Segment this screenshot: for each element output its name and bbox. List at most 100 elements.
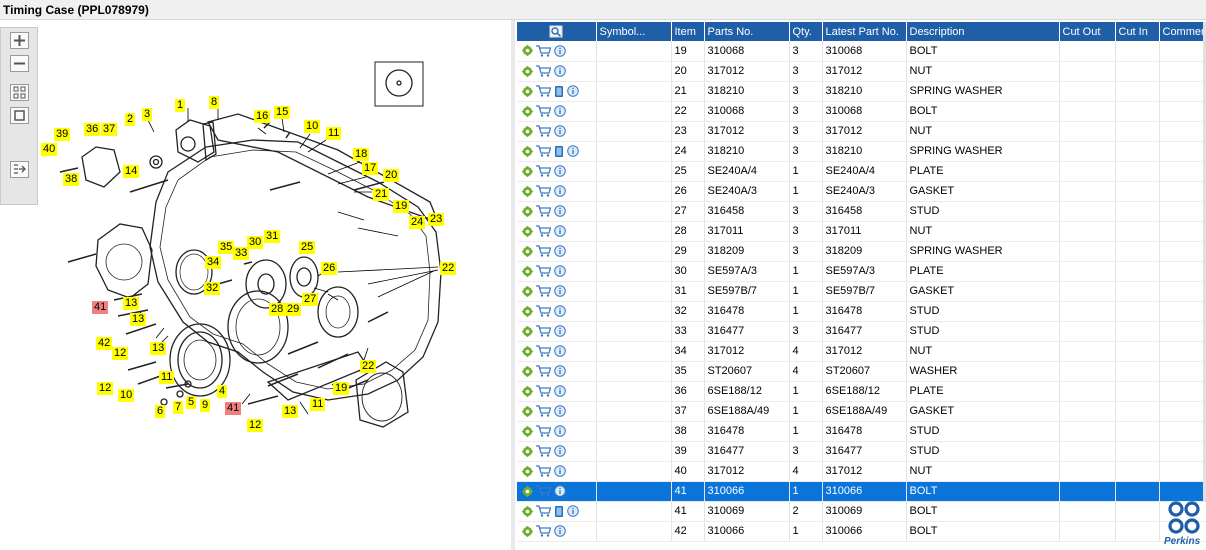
column-header-parts-no[interactable]: Parts No. [704, 22, 790, 41]
info-icon[interactable] [554, 405, 566, 417]
column-header-item[interactable]: Item [671, 22, 705, 41]
gear-icon[interactable] [522, 165, 533, 177]
callout-label[interactable]: 40 [41, 143, 58, 156]
callout-label[interactable]: 11 [326, 127, 342, 140]
gear-icon[interactable] [522, 285, 533, 297]
info-icon[interactable] [567, 85, 579, 97]
table-scrollbar[interactable] [1203, 22, 1206, 502]
callout-label[interactable]: 9 [200, 399, 211, 412]
column-header-qty[interactable]: Qty. [789, 22, 823, 41]
callout-label[interactable]: 15 [274, 106, 291, 119]
callout-label[interactable]: 13 [150, 342, 167, 355]
info-icon[interactable] [554, 425, 566, 437]
callout-label[interactable]: 31 [264, 230, 281, 243]
callout-label[interactable]: 35 [218, 241, 235, 254]
callout-label[interactable]: 30 [247, 236, 264, 249]
callout-label[interactable]: 42 [96, 337, 113, 350]
gear-icon[interactable] [522, 205, 533, 217]
fit-all-button[interactable] [10, 84, 29, 101]
info-icon[interactable] [554, 385, 566, 397]
callout-label[interactable]: 19 [393, 200, 410, 213]
info-icon[interactable] [554, 305, 566, 317]
cart-icon[interactable] [536, 45, 551, 57]
cart-icon[interactable] [536, 165, 551, 177]
callout-label[interactable]: 17 [362, 162, 379, 175]
cart-icon[interactable] [536, 105, 551, 117]
info-icon[interactable] [554, 105, 566, 117]
info-icon[interactable] [567, 145, 579, 157]
callout-label[interactable]: 16 [254, 110, 271, 123]
cart-icon[interactable] [536, 285, 551, 297]
column-header-cut-out[interactable]: Cut Out [1059, 22, 1116, 41]
callout-label[interactable]: 12 [247, 419, 264, 432]
cart-icon[interactable] [536, 265, 551, 277]
info-icon[interactable] [554, 445, 566, 457]
gear-icon[interactable] [522, 405, 533, 417]
callout-label[interactable]: 22 [360, 360, 377, 373]
info-icon[interactable] [554, 225, 566, 237]
cart-icon[interactable] [536, 405, 551, 417]
gear-icon[interactable] [522, 125, 533, 137]
callout-label[interactable]: 4 [217, 385, 228, 398]
callout-label[interactable]: 36 [84, 123, 101, 136]
gear-icon[interactable] [522, 265, 533, 277]
info-icon[interactable] [554, 365, 566, 377]
info-icon[interactable] [554, 245, 566, 257]
callout-label[interactable]: 11 [159, 371, 175, 384]
pane-splitter[interactable] [511, 20, 515, 550]
callout-label[interactable]: 29 [285, 303, 302, 316]
callout-label[interactable]: 32 [204, 282, 221, 295]
column-header-latest-part-no[interactable]: Latest Part No. [822, 22, 907, 41]
column-header-symbol[interactable]: Symbol... [596, 22, 672, 41]
info-icon[interactable] [554, 205, 566, 217]
callout-label[interactable]: 25 [299, 241, 316, 254]
book-icon[interactable] [554, 85, 564, 98]
callout-label[interactable]: 39 [54, 128, 71, 141]
callout-label[interactable]: 18 [353, 148, 370, 161]
gear-icon[interactable] [522, 185, 533, 197]
callout-label[interactable]: 8 [209, 96, 220, 109]
gear-icon[interactable] [522, 465, 533, 477]
callout-label[interactable]: 6 [155, 405, 166, 418]
column-header-comment[interactable]: Comment [1159, 22, 1206, 41]
gear-icon[interactable] [522, 445, 533, 457]
cart-icon[interactable] [536, 485, 551, 497]
gear-icon[interactable] [522, 345, 533, 357]
cart-icon[interactable] [536, 125, 551, 137]
callout-label[interactable]: 2 [125, 113, 136, 126]
callout-label[interactable]: 38 [63, 173, 80, 186]
cart-icon[interactable] [536, 345, 551, 357]
callout-label[interactable]: 11 [310, 398, 326, 411]
callout-label[interactable]: 19 [333, 382, 350, 395]
gear-icon[interactable] [522, 225, 533, 237]
cart-icon[interactable] [536, 465, 551, 477]
cart-icon[interactable] [536, 325, 551, 337]
zoom-out-button[interactable] [10, 55, 29, 72]
column-header-description[interactable]: Description [906, 22, 1060, 41]
book-icon[interactable] [554, 505, 564, 518]
callout-label[interactable]: 7 [173, 401, 184, 414]
callout-label[interactable]: 13 [123, 297, 140, 310]
callout-label[interactable]: 3 [142, 108, 153, 121]
callout-label-highlighted[interactable]: 41 [92, 301, 109, 314]
callout-label[interactable]: 12 [112, 347, 129, 360]
callout-label[interactable]: 28 [269, 303, 286, 316]
callout-label[interactable]: 20 [383, 169, 400, 182]
